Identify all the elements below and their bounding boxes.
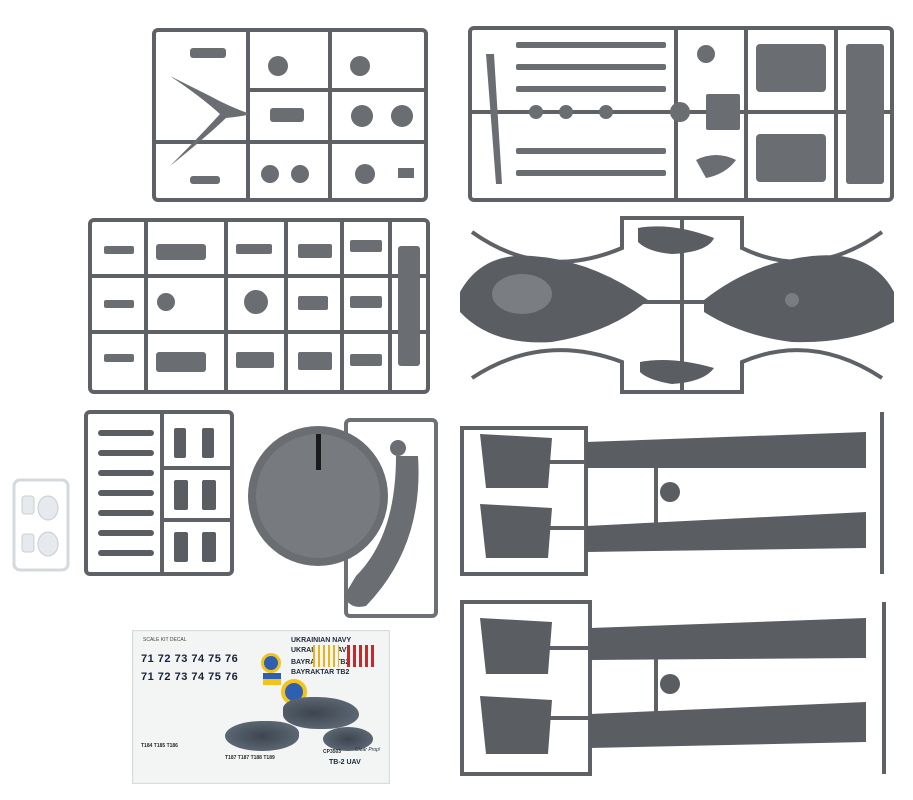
decal-numbers-row-2: 71 72 73 74 75 76 (141, 671, 239, 683)
decal-navy-line-1: UKRAINIAN NAVY (291, 637, 352, 644)
sprue-munitions (82, 408, 236, 578)
ukraine-roundel (261, 653, 281, 673)
sprue-fuselage (452, 212, 902, 398)
decal-type-line-2: BAYRAKTAR TB2 (291, 669, 350, 676)
sprue-tail-booms-1 (456, 408, 892, 578)
decal-numbers-row-1: 71 72 73 74 75 76 (141, 653, 239, 665)
sprue-details (86, 216, 432, 396)
sprue-propellers (150, 26, 430, 204)
sprue-tail-booms-2 (456, 598, 892, 778)
decal-sheet: SCALE KIT DECAL UKRAINIAN NAVY UKRAINIAN… (132, 630, 390, 784)
decal-header: SCALE KIT DECAL (143, 637, 187, 643)
decal-model-name: TB-2 UAV (329, 759, 361, 766)
wolf-artwork-1 (283, 697, 359, 729)
clear-parts-sprue (10, 476, 72, 574)
decal-tail-row-2: T187 T187 T188 T189 (225, 755, 275, 761)
sprue-wings (466, 24, 896, 204)
decal-brand-logo: Clear Prop! (355, 747, 381, 753)
sprue-display-base (246, 416, 442, 618)
yellow-stripes (313, 645, 339, 667)
decal-code: CP3503 (323, 749, 342, 755)
ukraine-flag (263, 673, 281, 685)
red-white-stripes (347, 645, 377, 667)
wolf-artwork-3 (323, 727, 373, 751)
wolf-artwork-2 (225, 721, 299, 751)
decal-tail-row-1: T184 T185 T186 (141, 743, 178, 749)
